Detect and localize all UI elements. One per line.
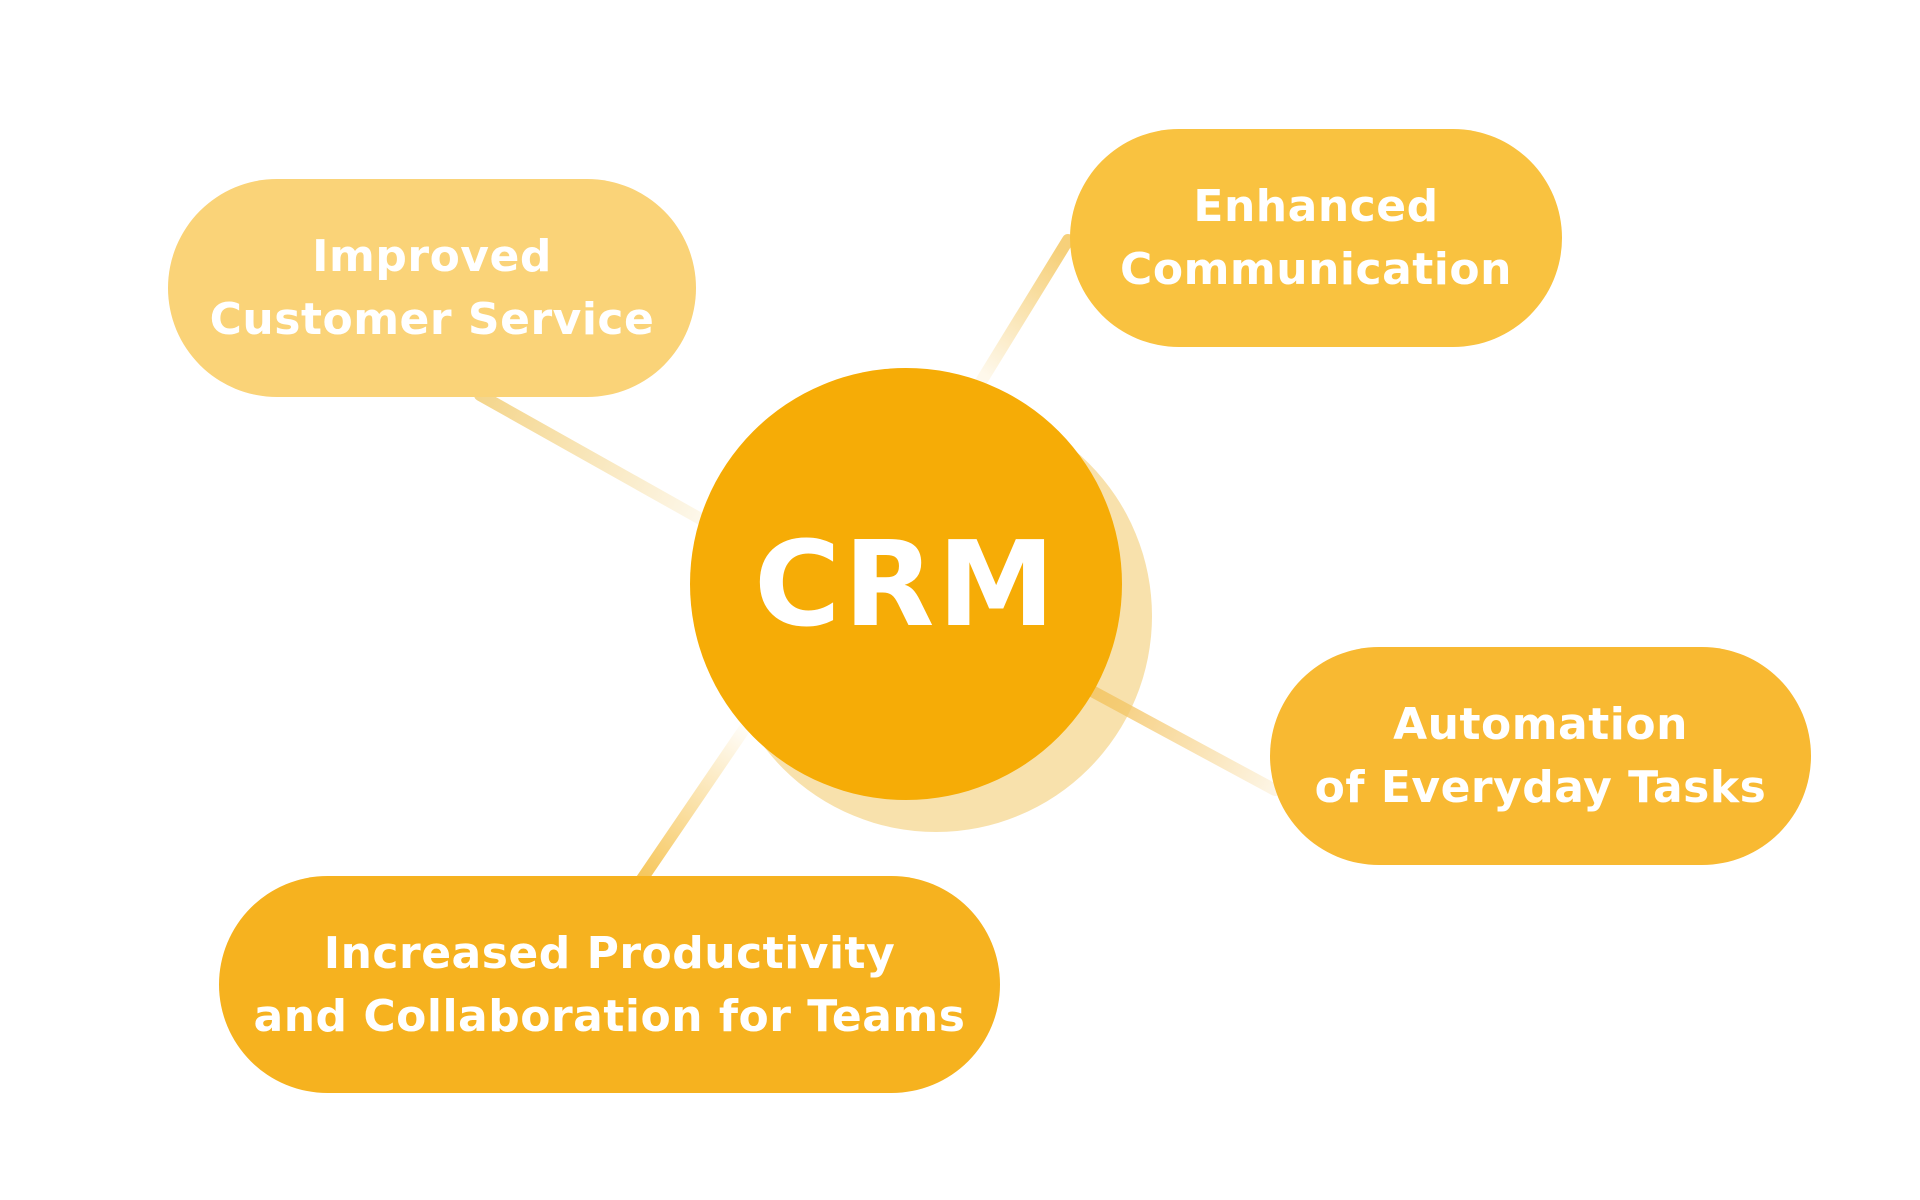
benefit-increased-productivity: Increased Productivity and Collaboration… bbox=[219, 876, 1000, 1093]
benefit-line: Increased Productivity bbox=[323, 927, 896, 979]
benefit-line: and Collaboration for Teams bbox=[253, 990, 966, 1042]
benefit-line: Customer Service bbox=[209, 294, 655, 345]
connector-improved-service bbox=[474, 389, 721, 533]
benefit-improved-customer-service: Improved Customer Service bbox=[168, 179, 696, 397]
benefit-enhanced-communication: Enhanced Communication bbox=[1070, 129, 1562, 347]
benefit-line: Automation bbox=[1393, 699, 1688, 750]
connector-enhanced-communication bbox=[976, 234, 1074, 386]
connector-productivity bbox=[632, 722, 751, 891]
crm-hub: CRM bbox=[690, 368, 1122, 800]
benefit-line: Communication bbox=[1120, 244, 1512, 295]
benefit-line: Enhanced bbox=[1193, 181, 1439, 232]
benefit-line: of Everyday Tasks bbox=[1314, 762, 1767, 813]
benefit-line: Improved bbox=[312, 231, 552, 282]
benefit-automation-of-tasks: Automation of Everyday Tasks bbox=[1270, 647, 1811, 865]
crm-hub-label: CRM bbox=[754, 515, 1058, 653]
